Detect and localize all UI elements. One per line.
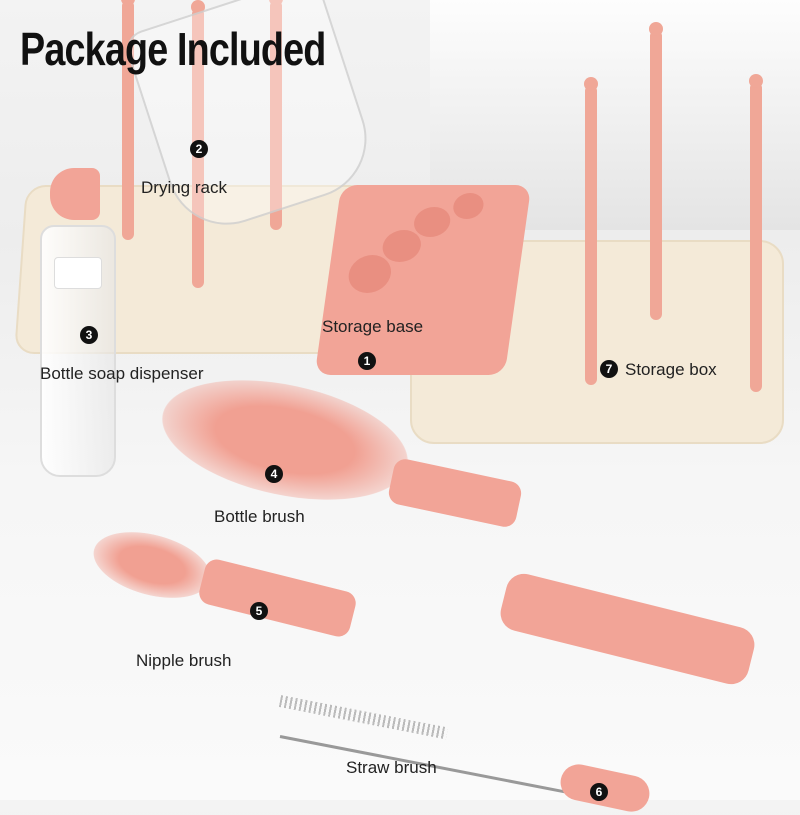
rack-rod [269,0,283,230]
box-rod [749,74,763,392]
number-badge-7: 7 [600,360,618,378]
number-badge-6: 6 [590,783,608,801]
soap-dispenser [40,225,116,477]
rack-handle [50,168,100,220]
number-badge-3: 3 [80,326,98,344]
storage-base-hole [412,207,453,237]
number-badge-5: 5 [250,602,268,620]
extension-handle [496,570,759,688]
label-drying-rack: Drying rack [141,178,227,197]
nipple-brush-handle [196,556,359,640]
number-badge-2: 2 [190,140,208,158]
label-straw-brush: Straw brush [346,758,437,777]
label-bottle-brush: Bottle brush [214,507,305,526]
box-rod [584,77,598,385]
label-storage-box: Storage box [625,360,717,379]
label-nipple-brush: Nipple brush [136,651,232,670]
storage-base [314,185,532,375]
rack-rod [121,0,135,240]
storage-base-hole [451,193,486,219]
storage-base-hole [380,230,424,262]
straw-brush-bristles [278,695,449,740]
label-bottle-soap-dispenser: Bottle soap dispenser [40,364,204,383]
page-title: Package Included [20,23,326,75]
box-rod [649,22,663,320]
storage-base-hole [346,255,394,293]
bottle-brush-bristles [151,360,419,520]
number-badge-4: 4 [265,465,283,483]
nipple-brush-bristles [86,520,218,610]
number-badge-1: 1 [358,352,376,370]
bottle-brush-handle [386,456,524,530]
label-storage-base: Storage base [322,317,424,336]
dispenser-pump [54,257,102,289]
